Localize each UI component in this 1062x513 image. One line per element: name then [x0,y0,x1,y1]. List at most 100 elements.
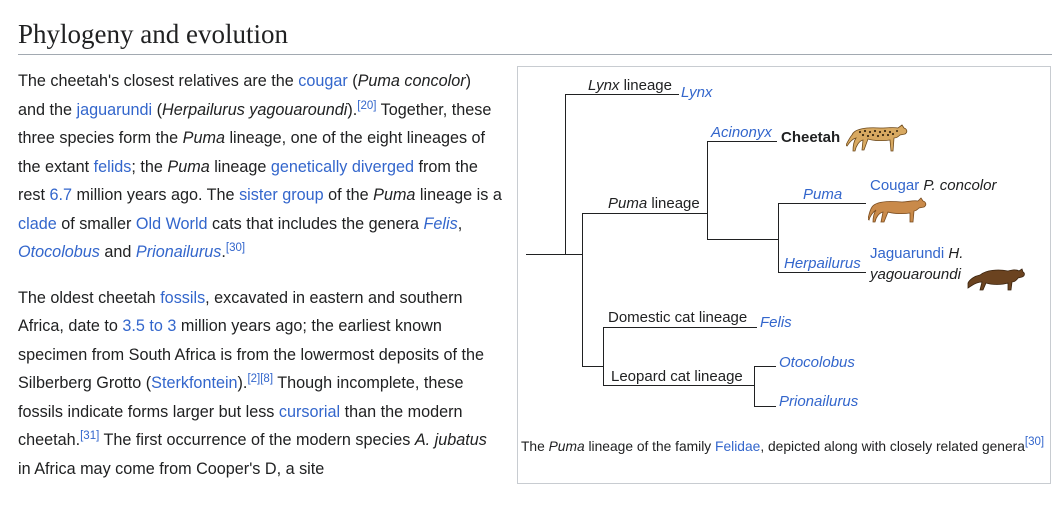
paragraph-relatives: The cheetah's closest relatives are the … [18,67,502,267]
label-otocolobus[interactable]: Otocolobus [779,354,855,372]
text: , depicted along with closely related ge… [760,439,1025,454]
text: Puma [548,439,585,454]
label-text: P. concolor [923,177,997,194]
link-6-7[interactable]: 6.7 [49,186,72,204]
link-old-world[interactable]: Old World [135,214,208,233]
label-puma-genus[interactable]: Puma [803,186,842,204]
link-jaguarundi[interactable]: jaguarundi [76,100,153,119]
text: of smaller [56,214,136,233]
branch-otocolobus [754,366,776,367]
branch-puma-genus [778,203,866,204]
reference-31[interactable]: [31] [80,430,100,442]
reference-8[interactable]: [8] [260,373,274,385]
italic-puma: Puma [373,186,416,204]
text: The oldest cheetah [18,288,161,307]
text: million years ago. The [72,186,240,204]
branch-puma [582,213,708,214]
label-text: Puma [803,186,843,203]
link-jaguarundi-fig[interactable]: Jaguarundi [870,245,945,262]
link-sister-group[interactable]: sister group [239,186,324,204]
label-lynx-lineage: Lynx lineage [588,77,672,95]
text: ). [237,374,248,392]
reference-20[interactable]: [20] [357,99,377,112]
link-cougar-fig[interactable]: Cougar [870,177,920,194]
text: ( [347,72,358,90]
italic-a-jubatus: A. jubatus [414,431,487,449]
branch-lynx [565,94,679,95]
branch-puma-herp-vertical [778,203,779,273]
link-felidae[interactable]: Felidae [715,439,761,454]
text: lineage of the family [584,439,716,454]
italic-puma: Puma [182,129,225,147]
label-leopard-lineage: Leopard cat lineage [611,368,743,385]
branch-puma-vertical [707,141,708,240]
label-prionailurus[interactable]: Prionailurus [779,393,858,411]
link-felis[interactable]: Felis [424,215,458,233]
link-felis-text: Felis [423,214,458,233]
text: cats that includes the genera [207,214,424,233]
text: . [221,243,226,261]
text: ) and the [18,72,471,119]
section-heading: Phylogeny and evolution [18,16,1052,55]
label-text: Herpailurus [784,255,861,272]
reference-2[interactable]: [2] [247,373,261,385]
article-body: The cheetah's closest relatives are the … [18,67,502,500]
text: from the rest [18,157,478,205]
branch-root-vertical [565,94,566,255]
label-text: Lynx [588,77,620,94]
text: The first occurrence of the modern speci… [99,431,415,449]
text: ; the [131,157,168,176]
branch-domestic [603,327,757,328]
label-text: yagouaroundi [870,266,961,283]
phylogeny-figure: Lynx lineage Lynx Acinonyx Cheetah Puma … [517,66,1051,484]
text: million years ago; the earliest known sp… [18,317,485,392]
label-cougar: Cougar P. concolor [870,177,996,195]
italic-puma: Puma [167,157,210,176]
link-prionailurus[interactable]: Prionailurus [136,243,221,261]
link-genetically-diverged[interactable]: genetically diverged [270,157,414,176]
link-otocolobus-text: Otocolobus [18,243,100,261]
label-text: Otocolobus [779,354,855,371]
reference-30-caption[interactable]: [30] [1024,436,1045,448]
branch-acinonyx [707,141,777,142]
text: lineage, one of the eight lineages of th… [18,129,486,176]
branch-leopard [603,385,755,386]
label-acinonyx[interactable]: Acinonyx [711,124,772,142]
text: of the [323,186,374,204]
label-text: Felis [760,314,792,331]
link-cursorial[interactable]: cursorial [278,402,341,421]
branch-prionailurus [754,406,776,407]
label-cheetah: Cheetah [781,129,841,146]
branch-leopard-vertical [754,366,755,407]
label-text: lineage [647,195,700,212]
label-text: H. [948,245,964,262]
link-fossils[interactable]: fossils [160,288,206,307]
link-sterkfontein[interactable]: Sterkfontein [151,374,238,392]
link-felids[interactable]: felids [93,157,132,176]
link-3-5-to-3[interactable]: 3.5 to 3 [122,317,177,335]
figure-caption: The Puma lineage of the family Felidae, … [521,436,1047,457]
link-clade[interactable]: clade [18,214,57,233]
branch-inner-vertical [582,213,583,367]
italic-puma-concolor: Puma concolor [357,72,466,90]
branch-puma-herp [707,239,779,240]
branch-other [582,366,604,367]
label-lynx-genus[interactable]: Lynx [681,84,712,102]
branch-herpailurus [778,272,866,273]
label-jaguarundi: Jaguarundi H. [870,245,963,263]
link-cougar[interactable]: cougar [298,72,348,90]
text: ( [152,100,163,119]
label-puma-lineage: Puma lineage [608,195,700,213]
link-otocolobus[interactable]: Otocolobus [18,243,100,261]
branch-other-vertical [603,327,604,386]
label-text: Acinonyx [711,124,772,141]
text: ). [347,100,358,119]
text: , [457,214,463,233]
text: Though incomplete, these fossils indicat… [18,374,464,421]
label-felis[interactable]: Felis [760,314,792,332]
label-herpailurus[interactable]: Herpailurus [784,255,861,273]
cladogram: Lynx lineage Lynx Acinonyx Cheetah Puma … [518,67,1050,437]
label-domestic-lineage: Domestic cat lineage [608,309,748,326]
reference-30[interactable]: [30] [225,242,246,254]
text: lineage [209,157,271,176]
